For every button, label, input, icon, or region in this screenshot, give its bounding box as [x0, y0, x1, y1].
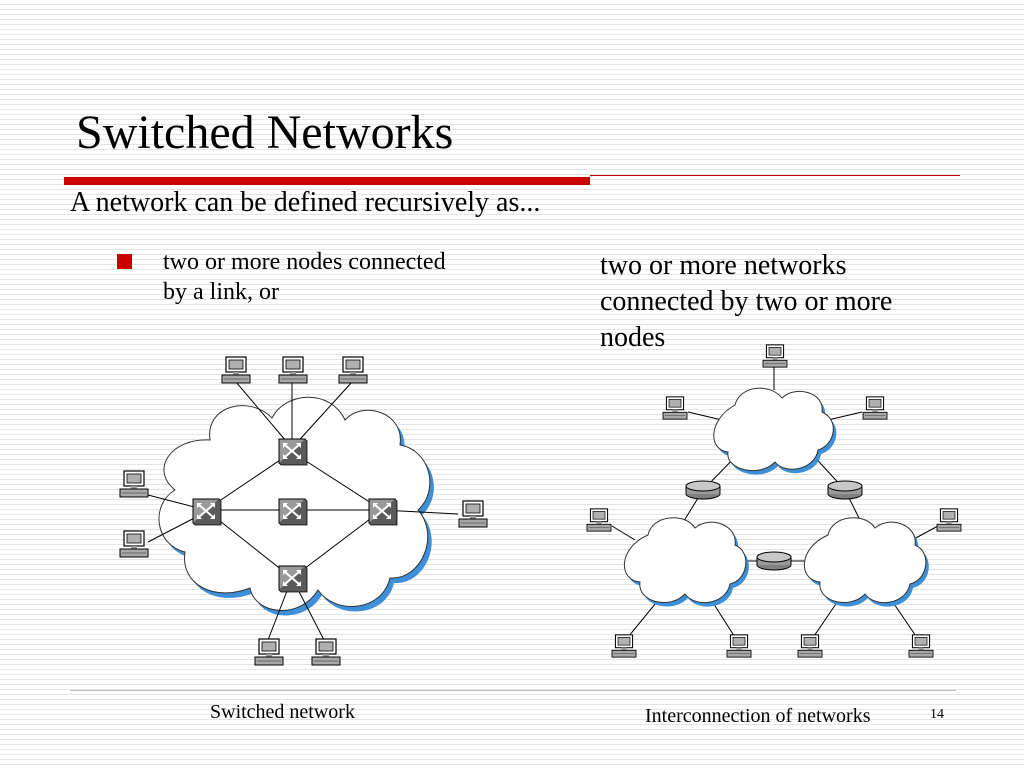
bullet-marker: [117, 254, 132, 269]
computer-icon: [662, 396, 688, 420]
cloud-icon: [624, 517, 747, 604]
switch-icon: [278, 438, 308, 466]
computer-icon: [762, 344, 788, 368]
router-icon: [756, 551, 792, 571]
cloud-icon: [804, 517, 927, 604]
computer-icon: [278, 356, 308, 384]
slide-title: Switched Networks: [76, 106, 454, 159]
slide-subtitle: A network can be defined recursively as.…: [70, 187, 541, 218]
computer-icon: [936, 508, 962, 532]
computer-icon: [726, 634, 752, 658]
computer-icon: [338, 356, 368, 384]
computer-icon: [586, 508, 612, 532]
right-text: two or more networks connected by two or…: [600, 250, 893, 353]
page-number: 14: [930, 707, 944, 722]
bullet-left-text: two or more nodes connected by a link, o…: [163, 249, 446, 305]
footer-divider: [70, 690, 956, 691]
internetwork-diagram: [586, 344, 962, 658]
title-underline-thin: [590, 175, 960, 176]
switched-network-diagram: [119, 356, 488, 666]
switch-icon: [368, 498, 398, 526]
computer-icon: [862, 396, 888, 420]
caption-interconnection: Interconnection of networks: [645, 705, 871, 727]
router-icon: [827, 480, 863, 500]
computer-icon: [221, 356, 251, 384]
computer-icon: [797, 634, 823, 658]
title-underline: [64, 177, 590, 185]
computer-icon: [254, 638, 284, 666]
switch-icon: [278, 565, 308, 593]
switch-icon: [192, 498, 222, 526]
computer-icon: [119, 470, 149, 498]
caption-switched-network: Switched network: [210, 701, 355, 723]
router-icon: [685, 480, 721, 500]
computer-icon: [119, 530, 149, 558]
computer-icon: [611, 634, 637, 658]
computer-icon: [458, 500, 488, 528]
computer-icon: [311, 638, 341, 666]
computer-icon: [908, 634, 934, 658]
cloud-icon: [713, 387, 834, 472]
switch-icon: [278, 498, 308, 526]
